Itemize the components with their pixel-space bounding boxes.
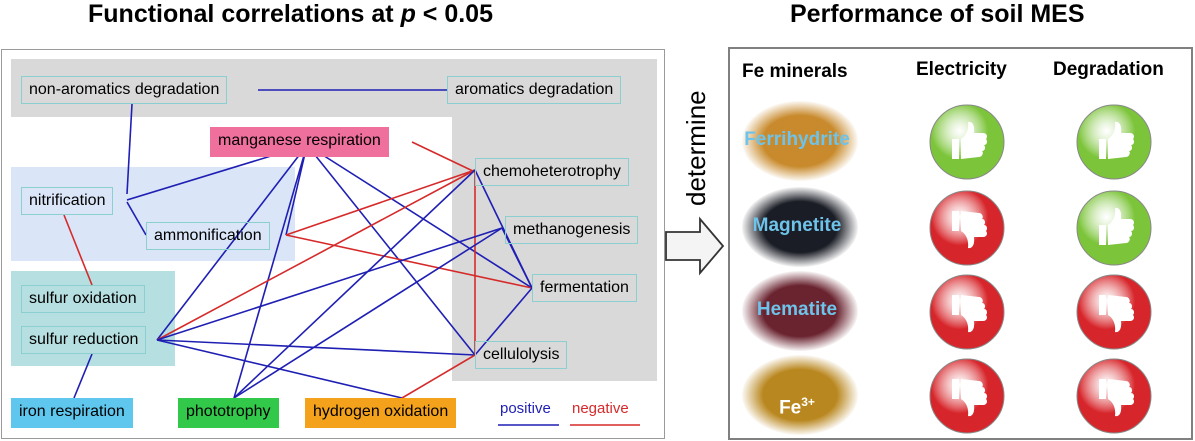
link-nitrification-to-ammonification	[126, 201, 147, 236]
mineral-name: Fe	[779, 397, 802, 419]
node-non-aromatics-degradation: non-aromatics degradation	[21, 76, 228, 104]
mineral-image-2	[742, 187, 858, 267]
link-sulfur-reduction-to-iron-respiration	[73, 353, 93, 399]
link-ammonification-to-chemoheterotrophy	[285, 169, 476, 236]
thumb-up-icon-d2	[1076, 190, 1152, 266]
degradation-cell-2	[1075, 189, 1153, 267]
thumb-down-icon-e4	[929, 358, 1005, 434]
electricity-cell-1	[928, 103, 1006, 181]
left-title-italic: p	[400, 0, 416, 28]
thumb-down-icon-e3	[929, 274, 1005, 350]
electricity-cell-4	[928, 357, 1006, 435]
degradation-cell-3	[1075, 273, 1153, 351]
node-nitrification: nitrification	[21, 187, 114, 215]
link-manganese-to-phototrophy	[233, 144, 308, 399]
legend-negative-label: negative	[572, 400, 629, 417]
node-sulfur-oxidation: sulfur oxidation	[21, 285, 145, 313]
right-panel-title: Performance of soil MES	[790, 0, 1085, 28]
link-ammonification-to-fermentation	[285, 234, 533, 289]
node-iron-respiration: iron respiration	[11, 398, 133, 428]
determine-label-container: determine	[681, 90, 711, 206]
thumb-down-icon-d3	[1076, 274, 1152, 350]
node-hydrogen-oxidation: hydrogen oxidation	[305, 398, 457, 428]
link-methanogenesis-to-phototrophy	[233, 227, 503, 399]
left-title-rest: < 0.05	[415, 0, 493, 28]
link-methanogenesis-to-sulfur-reduction	[156, 227, 503, 341]
header-electricity: Electricity	[916, 59, 1007, 80]
mineral-label-3: Hematite	[732, 299, 862, 321]
mineral-label-2: Magnetite	[732, 215, 862, 237]
correlation-links	[63, 89, 533, 399]
mineral-image-3	[742, 271, 858, 351]
node-methanogenesis: methanogenesis	[505, 216, 639, 244]
node-fermentation: fermentation	[532, 274, 637, 302]
degradation-cell-4	[1075, 357, 1153, 435]
link-cellulolysis-to-hydrogen-oxidation	[401, 354, 476, 399]
link-chemoheterotrophy-to-phototrophy	[233, 169, 476, 399]
left-panel-title: Functional correlations at p < 0.05	[88, 0, 493, 29]
legend-positive-label: positive	[500, 400, 551, 417]
node-phototrophy: phototrophy	[178, 398, 279, 428]
mineral-image-1	[742, 101, 858, 181]
electricity-cell-3	[928, 273, 1006, 351]
link-manganese-to-fermentation	[306, 144, 533, 289]
node-ammonification: ammonification	[146, 222, 270, 250]
mineral-label-4: Fe3+	[732, 395, 862, 419]
link-sulfur-reduction-to-hydrogen-oxidation	[156, 339, 403, 399]
link-sulfur-reduction-to-cellulolysis	[156, 339, 476, 356]
link-nitrification-to-sulfur-oxidation	[63, 214, 93, 286]
mineral-label-1: Ferrihydrite	[732, 129, 862, 151]
link-manganese-to-chemoheterotrophy	[411, 141, 476, 173]
link-non-aromatics-to-nitrification	[126, 103, 133, 195]
link-chemoheterotrophy-to-sulfur-reduction	[156, 169, 476, 341]
node-chemoheterotrophy: chemoheterotrophy	[475, 158, 629, 186]
gray-region-top	[11, 59, 657, 117]
header-degradation: Degradation	[1053, 59, 1164, 80]
link-manganese-to-sulfur-reduction	[156, 144, 308, 341]
determine-label: determine	[681, 90, 711, 206]
performance-panel: Fe minerals Electricity Degradation Ferr…	[728, 47, 1193, 440]
determine-arrow-icon	[665, 216, 725, 276]
node-manganese-respiration: manganese respiration	[210, 127, 389, 157]
header-fe-minerals: Fe minerals	[742, 61, 848, 82]
mineral-name: Hematite	[756, 299, 838, 320]
node-sulfur-reduction: sulfur reduction	[21, 326, 147, 354]
mineral-name: Ferrihydrite	[744, 129, 850, 150]
node-cellulolysis: cellulolysis	[475, 341, 568, 369]
mineral-superscript: 3+	[801, 395, 815, 409]
teal-region	[11, 271, 175, 366]
thumb-down-icon-d4	[1076, 358, 1152, 434]
degradation-cell-1	[1075, 103, 1153, 181]
correlation-network-panel: non-aromatics degradation aromatics degr…	[1, 49, 665, 439]
node-aromatics-degradation: aromatics degradation	[447, 76, 622, 104]
electricity-cell-2	[928, 189, 1006, 267]
mineral-image-4	[742, 355, 858, 435]
mineral-name: Magnetite	[752, 215, 842, 236]
thumb-up-icon-e1	[929, 104, 1005, 180]
thumb-down-icon-e2	[929, 190, 1005, 266]
thumb-up-icon-d1	[1076, 104, 1152, 180]
gray-region-right	[452, 116, 657, 381]
left-title-main: Functional correlations at	[88, 0, 401, 28]
link-fermentation-to-cellulolysis	[474, 287, 533, 356]
link-methanogenesis-to-fermentation	[501, 227, 533, 289]
